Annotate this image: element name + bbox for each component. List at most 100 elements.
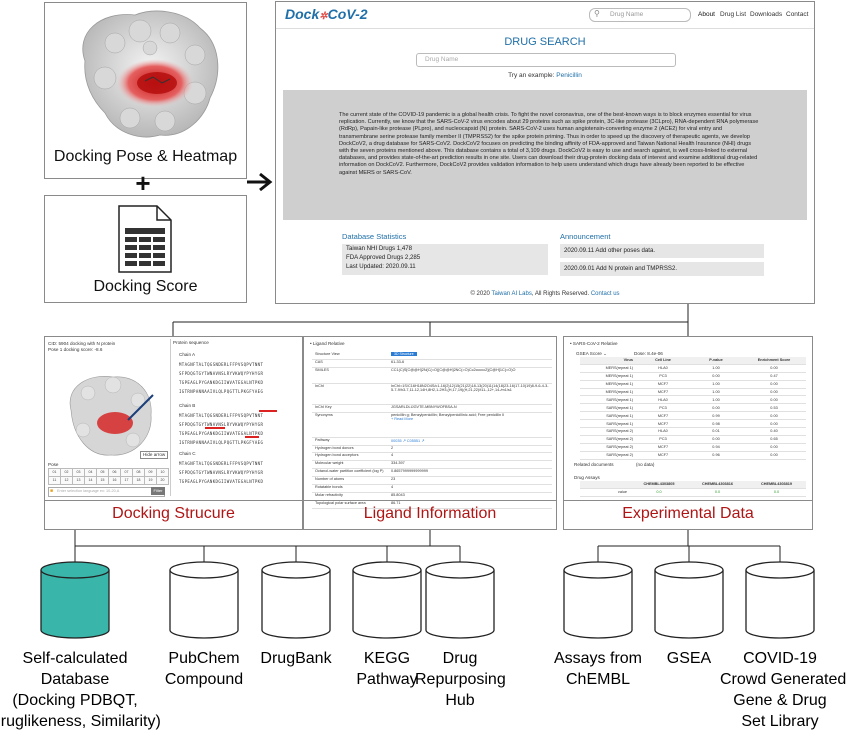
example-link[interactable]: Penicillin <box>556 72 582 79</box>
read-more-link[interactable]: + Read More <box>391 416 414 421</box>
binding-site-mark <box>259 410 277 412</box>
docking-structure-image <box>69 376 154 456</box>
stat-fda: FDA Approved Drugs 2,285 <box>346 253 421 261</box>
chain-c-seq: MTAGNFTALTQGSNDERLFFPVSQPVTNNT SFPDQGTGY… <box>179 461 264 484</box>
announcement-1: 2020.09.11 Add other poses data. <box>560 244 764 258</box>
site-footer: © 2020 Taiwan AI Labs, All Rights Reserv… <box>470 291 620 297</box>
divider <box>170 339 171 496</box>
drug-assays-label: Drug Assays <box>574 475 600 480</box>
binding-site-mark <box>205 427 225 429</box>
database-label: DrugBank <box>260 650 332 667</box>
ligand-info-caption: Ligand Information <box>363 505 497 522</box>
binding-site-mark <box>245 436 259 438</box>
caption-divider <box>304 500 556 501</box>
experimental-data-caption: Experimental Data <box>622 505 754 522</box>
database-cylinder-icon <box>261 561 331 639</box>
description-box: The current state of the COVID-19 pandem… <box>283 90 807 220</box>
database-cylinder-icon <box>40 561 110 639</box>
docking-info: CID: 5904 docking with N protein Pose 1 … <box>48 341 116 352</box>
chain-b-seq: MTAGNFTALTQGSNDERLFFPVSQPVTNNT SFPDQGTGY… <box>179 413 264 445</box>
docking-structure-caption: Docking Strucure <box>112 505 235 522</box>
database-cylinder-icon <box>352 561 422 639</box>
try-example: Try an example: Penicillin <box>508 72 582 79</box>
site-logo[interactable]: Dock✲CoV-2 <box>285 6 368 22</box>
related-docs-value: (no data) <box>636 462 655 467</box>
nav-drug-list[interactable]: Drug List <box>720 11 747 18</box>
nav-search-box[interactable]: ⚲ Drug Name <box>589 8 691 22</box>
nav-contact[interactable]: Contact <box>786 11 809 18</box>
hide-arrow-button[interactable]: Hide arrow <box>140 451 169 459</box>
exp-header: • SARS-CoV-2 Relative <box>570 341 618 346</box>
warning-icon: ■ <box>50 488 54 494</box>
3d-structure-button[interactable]: 3D Structure <box>391 352 417 356</box>
chain-c-label: Chain C <box>179 451 196 456</box>
seq-title: Protein sequence <box>173 340 209 345</box>
related-docs-label: Related documents <box>574 462 614 467</box>
pose-caption: Docking Pose & Heatmap <box>53 148 238 165</box>
docking-structure-panel: CID: 5904 docking with N protein Pose 1 … <box>44 336 303 530</box>
caption-divider <box>564 500 812 501</box>
stats-title: Database Statistics <box>342 232 407 241</box>
database-cylinder-icon <box>745 561 815 639</box>
arrow-to-site <box>247 172 273 192</box>
chain-a-seq: MTAGNFTALTQGSNDERLFFPVSQPVTNNT SFPDQGTGY… <box>179 362 264 394</box>
pose-label: Pose <box>48 462 59 467</box>
drug-search-input[interactable]: Drug Name <box>416 53 676 67</box>
nav-search-placeholder: Drug Name <box>610 11 644 18</box>
site-navbar: Dock✲CoV-2 ⚲ Drug Name About Drug List D… <box>276 2 814 29</box>
chain-b-label: Chain B <box>179 403 196 408</box>
document-table-icon <box>118 205 172 273</box>
gsea-dose: Dose: 8.4e-06 <box>634 351 663 356</box>
chain-a-label: Chain A <box>179 352 196 357</box>
stat-updated: Last Updated: 2020.09.11 <box>346 262 416 270</box>
score-caption: Docking Score <box>93 278 198 295</box>
announce-title: Announcement <box>560 232 611 241</box>
pose-number-button[interactable]: 20 <box>156 476 169 485</box>
ligand-header: • Ligand Relative <box>310 341 345 346</box>
plus-sign: + <box>135 168 151 198</box>
nav-downloads[interactable]: Downloads <box>750 11 783 18</box>
stat-nhi: Taiwan NHI Drugs 1,478 <box>346 245 413 252</box>
docking-pose-card: Docking Pose & Heatmap <box>44 2 247 179</box>
experimental-data-panel: • SARS-CoV-2 Relative GSEA Score ⌄ Dose:… <box>563 336 813 530</box>
announcement-2: 2020.09.01 Add N protein and TMPRSS2. <box>560 262 764 276</box>
database-cylinder-icon <box>169 561 239 639</box>
nav-about[interactable]: About <box>698 11 715 18</box>
database-cylinder-icon <box>654 561 724 639</box>
database-label: GSEA <box>666 650 712 667</box>
filter-button[interactable]: Filter <box>151 487 165 495</box>
drug-search-title: DRUG SEARCH <box>504 36 586 48</box>
gsea-title: GSEA Score ⌄ <box>576 351 607 356</box>
caption-divider <box>45 500 302 501</box>
